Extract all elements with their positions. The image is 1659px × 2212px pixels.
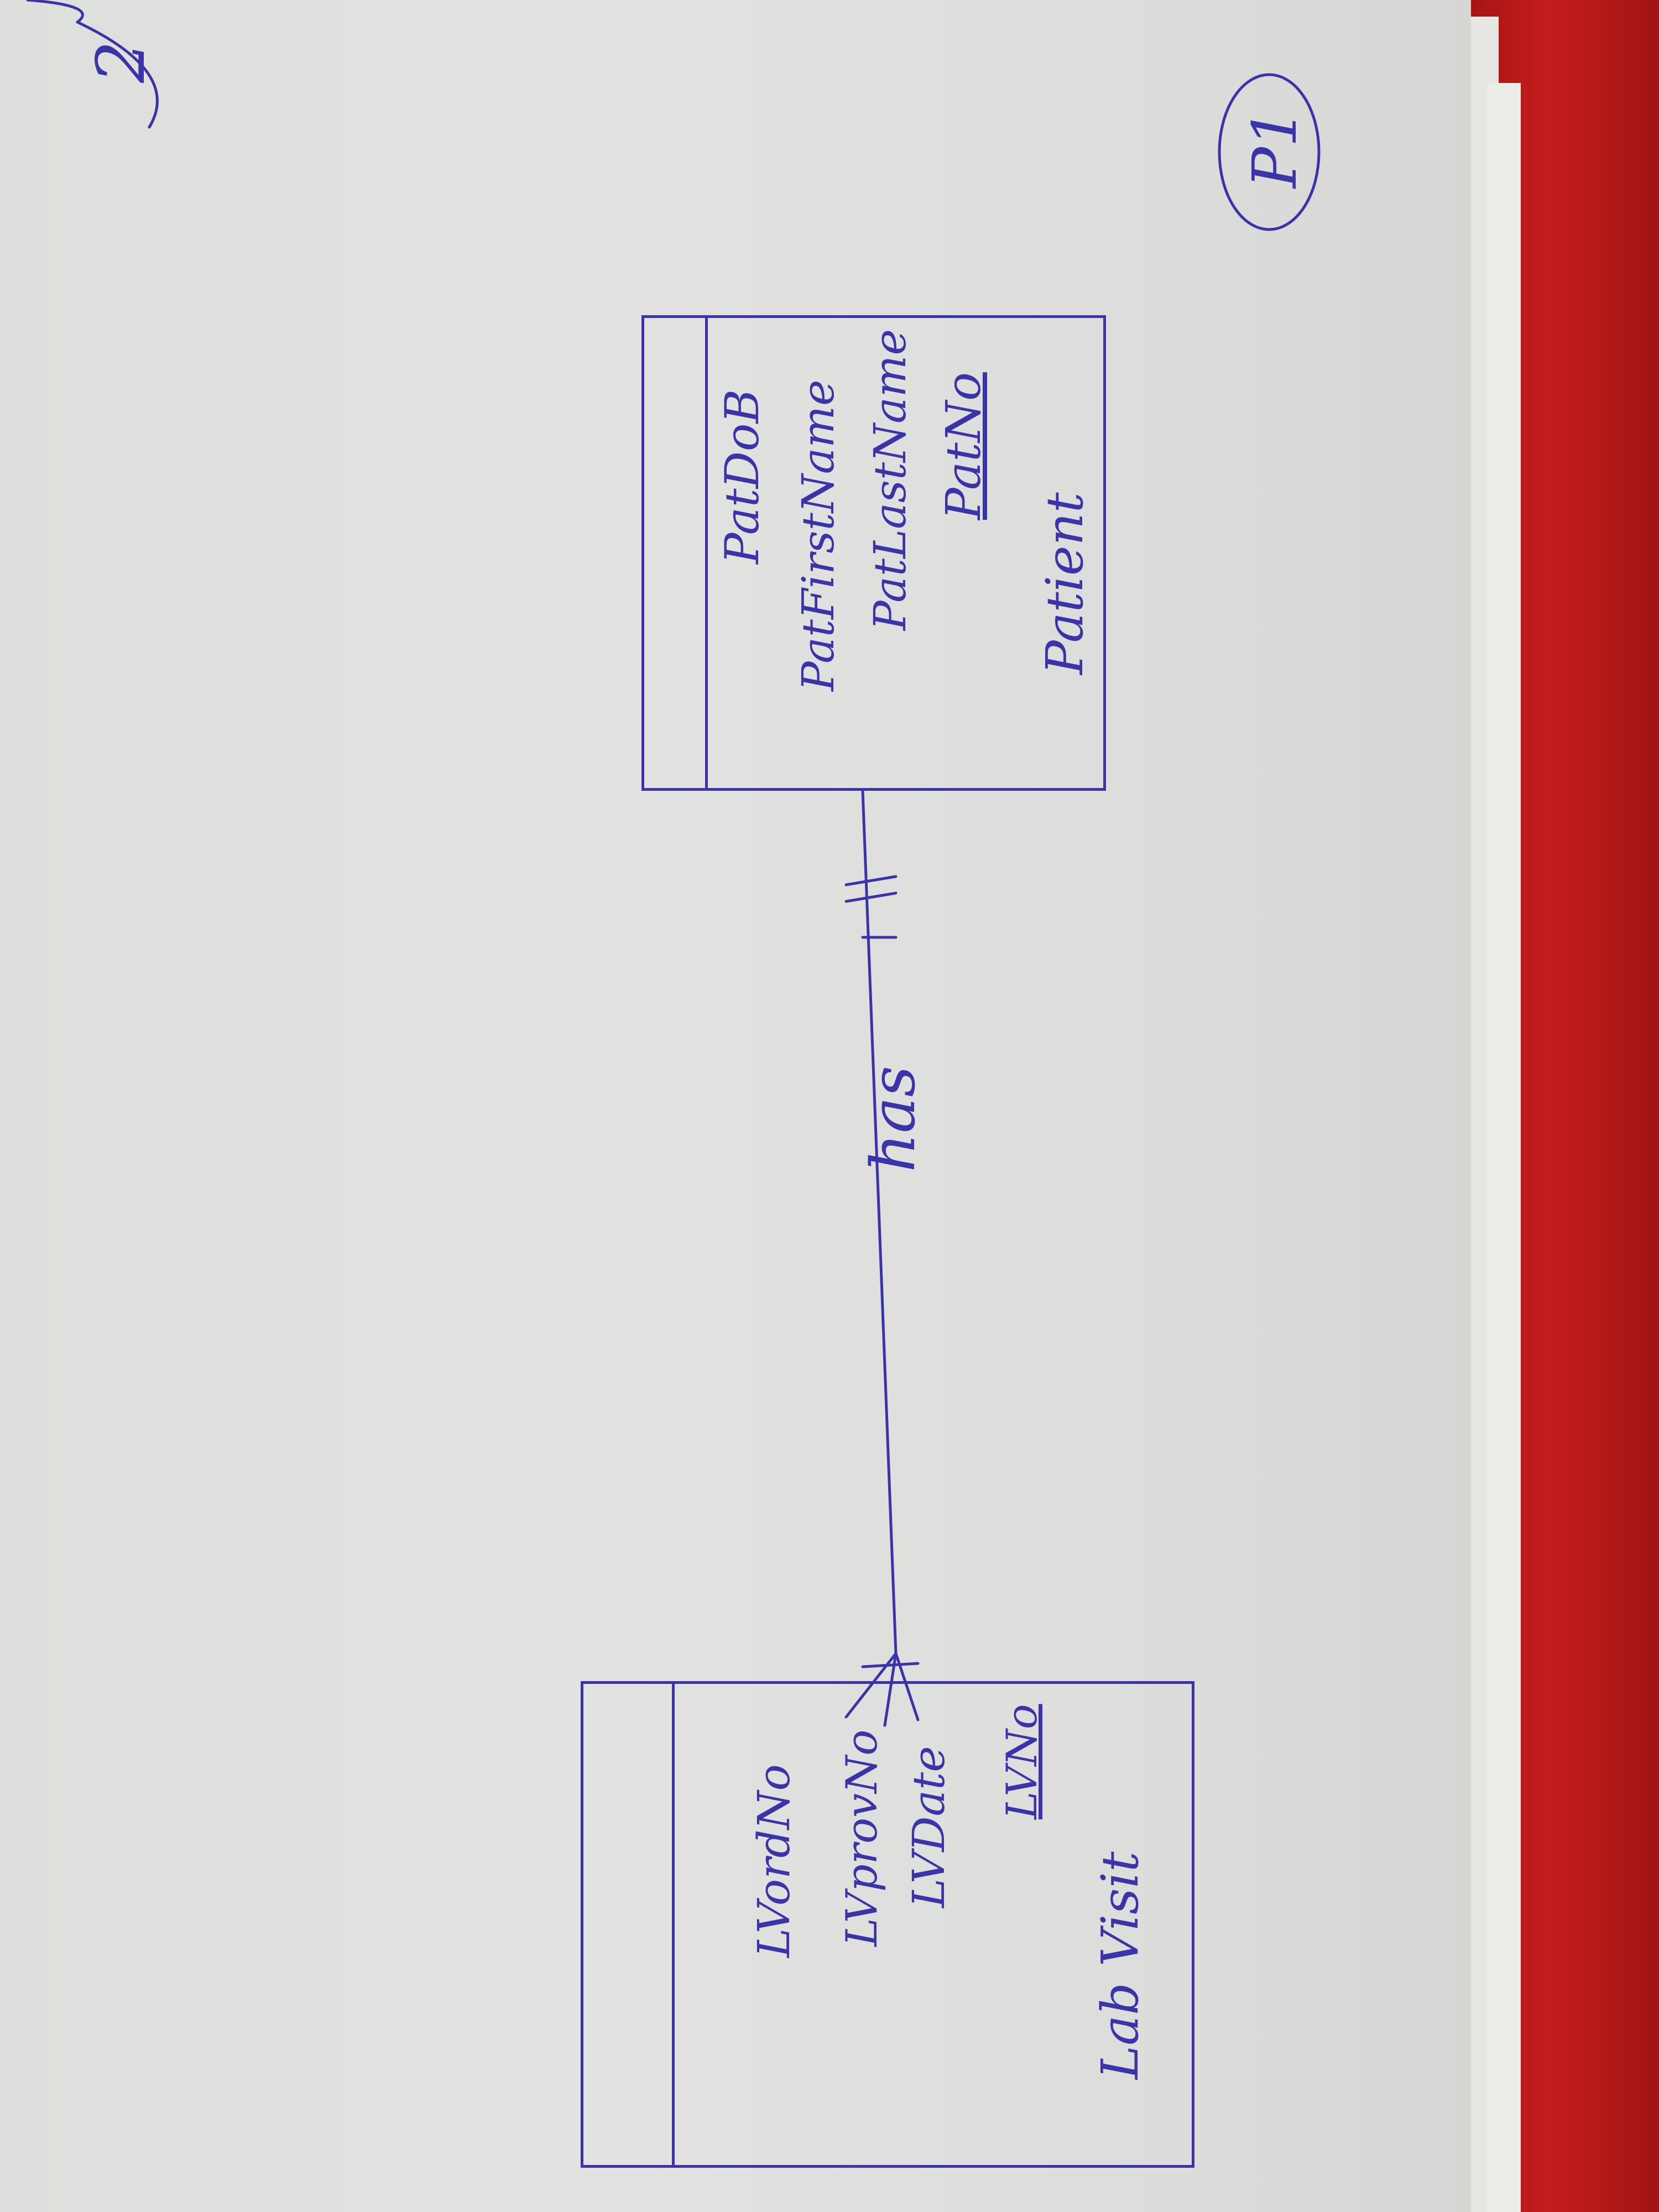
entity-header-divider (705, 318, 708, 788)
entity-title-lab-visit: Lab Visit (1091, 1851, 1150, 2079)
one-mark-2 (844, 891, 898, 903)
entity-header-divider (672, 1684, 675, 2165)
entity-attribute: LVNo (997, 1704, 1046, 1819)
paper-stack-edge (1488, 83, 1521, 2212)
relationship-label: has (858, 1066, 928, 1172)
corner-circle-arc-top (26, 0, 84, 24)
entity-attribute: PatLastName (864, 329, 916, 630)
entity-title-patient: Patient (1035, 492, 1094, 675)
crows-foot-3 (894, 1652, 920, 1721)
entity-attribute: LVDate (903, 1746, 954, 1908)
one-mark-1 (844, 875, 898, 886)
entity-attribute: PatDoB (715, 389, 769, 564)
paper-sheet (0, 0, 1471, 2212)
many-mark-bar (861, 1662, 920, 1668)
entity-attribute: PatFirstName (792, 379, 844, 691)
entity-attribute: LVprovNo (837, 1729, 887, 1947)
entity-attribute: PatNo (936, 372, 992, 520)
entity-attribute: LVordNo (748, 1764, 800, 1958)
crows-foot-1 (844, 1652, 898, 1719)
page-label: P1 (1239, 108, 1310, 188)
corner-number: 2 (83, 40, 160, 83)
relationship-line (861, 789, 898, 1655)
crows-foot-2 (883, 1652, 898, 1727)
corner-circle-arc (76, 20, 159, 129)
page-label-circle (1218, 73, 1321, 231)
